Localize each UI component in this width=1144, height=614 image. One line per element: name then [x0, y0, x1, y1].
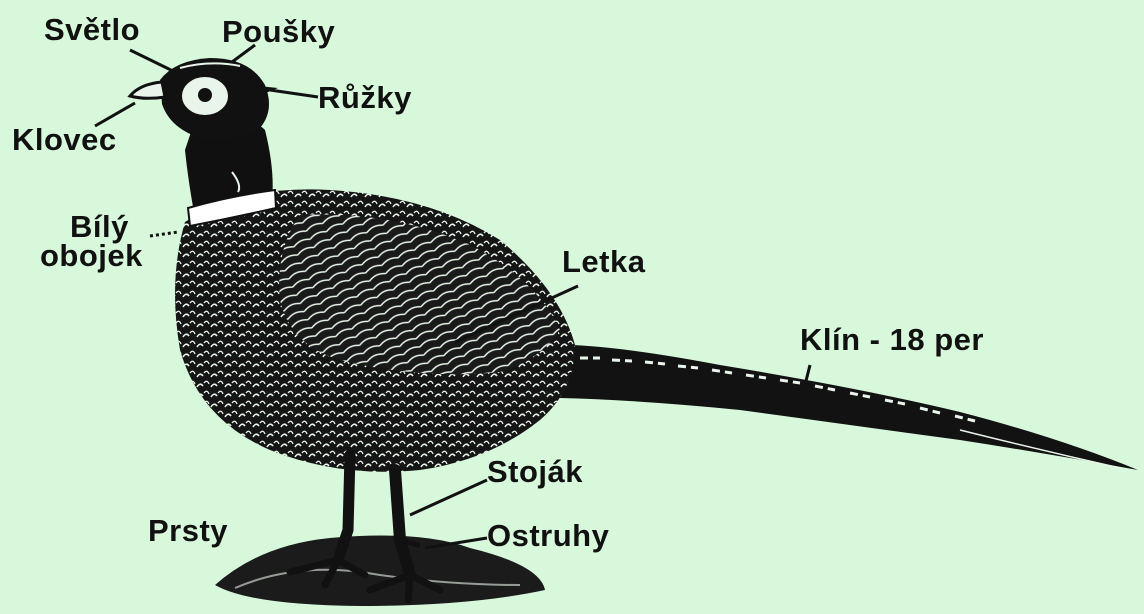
- eye: [198, 88, 212, 102]
- label-klovec: Klovec: [12, 124, 117, 155]
- label-bily-line2: obojek: [40, 241, 143, 270]
- label-bily-line1: Bílý: [40, 212, 143, 241]
- leg-back: [338, 455, 350, 560]
- label-bily-obojek: Bílý obojek: [40, 212, 143, 270]
- label-svetlo: Světlo: [44, 14, 140, 45]
- beak: [130, 82, 165, 98]
- wing-shape: [279, 214, 560, 374]
- label-letka: Letka: [562, 246, 645, 277]
- label-klin: Klín - 18 per: [800, 324, 984, 355]
- label-pousky: Poušky: [222, 16, 335, 47]
- label-ruzky: Růžky: [318, 82, 412, 113]
- label-ostruhy: Ostruhy: [487, 520, 609, 551]
- label-stojak: Stoják: [487, 456, 583, 487]
- label-prsty: Prsty: [148, 515, 228, 546]
